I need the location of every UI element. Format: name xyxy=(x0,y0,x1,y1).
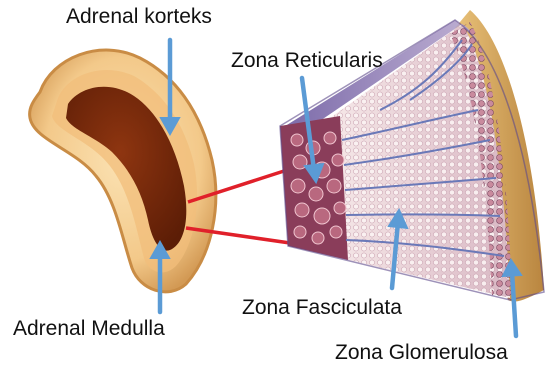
label-adrenal-cortex: Adrenal korteks xyxy=(66,6,212,27)
label-zona-fasciculata: Zona Fasciculata xyxy=(242,297,402,318)
label-zona-glomerulosa: Zona Glomerulosa xyxy=(335,342,508,363)
label-zona-reticularis: Zona Reticularis xyxy=(231,50,383,71)
label-adrenal-medulla: Adrenal Medulla xyxy=(13,318,165,339)
adrenal-gland-illustration xyxy=(30,50,216,292)
